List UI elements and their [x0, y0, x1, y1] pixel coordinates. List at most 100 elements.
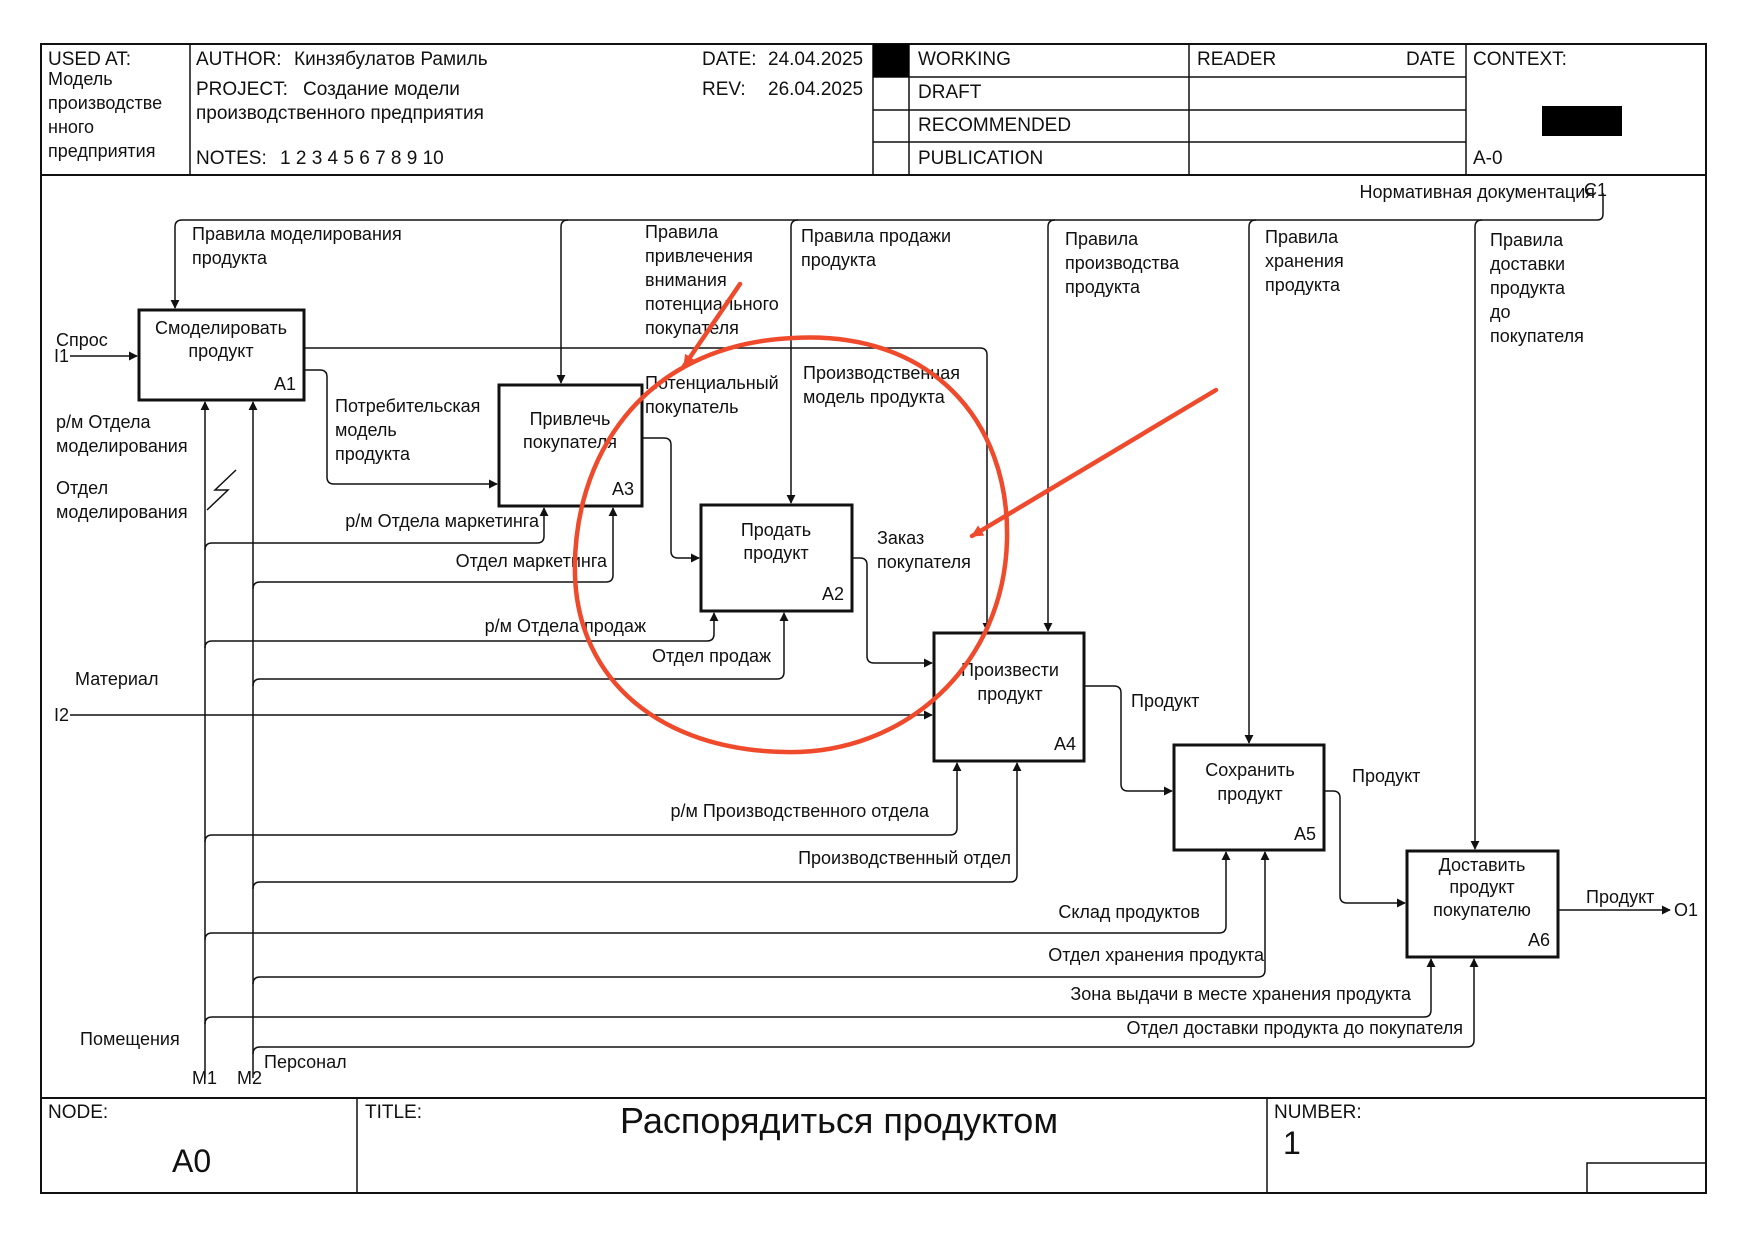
box-a4-title: продукт [977, 684, 1042, 704]
label-ctrl-a3: покупателя [645, 318, 739, 338]
box-a5[interactable] [1172, 743, 1326, 852]
box-a4[interactable] [932, 631, 1086, 763]
box-a1-number: A1 [274, 374, 296, 394]
label-production-model: Производственная [803, 363, 960, 383]
label-ctrl-a2: продукта [801, 250, 877, 270]
arrow-a1-to-a4 [304, 347, 992, 632]
box-a6-title: продукт [1449, 877, 1514, 897]
label-consumer-model: Потребительская [335, 396, 480, 416]
box-a4-title: Произвести [961, 660, 1059, 680]
label-ctrl-a6: продукта [1490, 278, 1566, 298]
arrow-mech-a5-ws [204, 851, 1231, 941]
label-consumer-model: модель [335, 420, 397, 440]
label-input-i1: Спрос [56, 330, 108, 350]
label-ctrl-a3: Правила [645, 222, 719, 242]
notes-label: NOTES: [196, 148, 267, 169]
arrow-control-a3 [556, 219, 569, 384]
box-a2-number: A2 [822, 584, 844, 604]
arrow-mech-a6-dept [252, 958, 1479, 1055]
label-output-o1: Продукт [1586, 887, 1654, 907]
project-value-line2: производственного предприятия [196, 103, 484, 124]
arrow-lines [70, 193, 1671, 1078]
annotation-arrow-left [681, 281, 743, 369]
diagram-title: Распорядиться продуктом [620, 1100, 1058, 1141]
arrow-mech-a2-ws [204, 612, 719, 649]
label-potential-buyer: покупатель [645, 397, 739, 417]
project-value: Создание модели [303, 79, 460, 100]
label-mech-a1-dept: Отдел [56, 478, 108, 498]
footer-block [356, 1098, 1707, 1194]
box-a2-title: Продать [741, 520, 811, 540]
notes-value: 1 2 3 4 5 6 7 8 9 10 [280, 148, 444, 169]
label-mech-a6-dept: Отдел доставки продукта до покупателя [1126, 1018, 1463, 1038]
annotation-arrow-right [969, 387, 1219, 539]
arrow-m2-lightning [206, 469, 237, 511]
label-mech-m1-code: M1 [192, 1068, 217, 1088]
box-a2-title: продукт [743, 543, 808, 563]
arrow-control-a2 [786, 219, 799, 504]
rev-value: 26.04.2025 [768, 79, 863, 100]
label-mech-a3-ws: р/м Отдела маркетинга [345, 511, 540, 531]
arrow-a4-to-a5 [1084, 685, 1173, 796]
arrow-a5-to-a6 [1324, 790, 1406, 908]
activity-boxes [137, 308, 1560, 959]
used-at-label: USED AT: [48, 49, 131, 70]
label-c1: Нормативная документация [1360, 182, 1595, 202]
label-mech-a4-ws: р/м Производственного отдела [670, 801, 930, 821]
project-label: PROJECT: [196, 79, 288, 100]
node-label: NODE: [48, 1102, 108, 1123]
label-ctrl-a6: до [1490, 302, 1511, 322]
arrow-mech-a3-ws [204, 507, 549, 551]
status-working: WORKING [918, 49, 1011, 70]
label-mech-a5-dept: Отдел хранения продукта [1048, 945, 1265, 965]
number-value: 1 [1283, 1125, 1301, 1161]
box-a5-title: Сохранить [1205, 760, 1294, 780]
box-a3-number: A3 [612, 479, 634, 499]
label-mech-m1: Помещения [80, 1029, 180, 1049]
arrow-mech-a4-ws [204, 762, 962, 843]
box-a1[interactable] [137, 308, 306, 402]
working-status-marker [873, 44, 909, 77]
label-ctrl-a2: Правила продажи [801, 226, 951, 246]
box-a3[interactable] [497, 383, 644, 508]
used-at-line: нного [48, 117, 94, 137]
label-input-i2-code: I2 [54, 705, 69, 725]
status-draft: DRAFT [918, 82, 982, 103]
annotation-circle [572, 335, 1010, 755]
context-thumbnail [1542, 106, 1622, 136]
label-ctrl-a4: продукта [1065, 277, 1141, 297]
label-input-i2: Материал [75, 669, 158, 689]
label-ctrl-a6: Правила [1490, 230, 1564, 250]
box-a6-title: Доставить [1439, 855, 1526, 875]
label-mech-a6-ws: Зона выдачи в месте хранения продукта [1070, 984, 1412, 1004]
rev-label: REV: [702, 79, 746, 100]
arrow-a1-to-a3 [304, 369, 498, 489]
arrow-control-a6 [1470, 219, 1483, 850]
arrow-control-a4 [1043, 219, 1056, 632]
label-ctrl-a5: Правила [1265, 227, 1339, 247]
date-value: 24.04.2025 [768, 49, 863, 70]
label-input-i1-code: I1 [54, 346, 69, 366]
box-a6[interactable] [1405, 849, 1560, 959]
label-potential-buyer: Потенциальный [645, 373, 779, 393]
label-mech-a2-ws: р/м Отдела продаж [485, 616, 646, 636]
box-a5-number: A5 [1294, 824, 1316, 844]
used-at-line: Модель [48, 69, 113, 89]
title-label: TITLE: [365, 1102, 422, 1123]
label-ctrl-a3: потенциального [645, 294, 779, 314]
status-recommended: RECOMMENDED [918, 115, 1071, 136]
label-ctrl-a6: покупателя [1490, 326, 1584, 346]
label-ctrl-a4: производства [1065, 253, 1180, 273]
label-product-a5: Продукт [1352, 766, 1420, 786]
arrow-a2-to-a4 [852, 557, 933, 668]
arrow-a3-to-a2 [642, 437, 700, 563]
label-mech-a2-dept: Отдел продаж [652, 646, 771, 666]
label-production-model: модель продукта [803, 387, 946, 407]
status-publication: PUBLICATION [918, 148, 1043, 169]
context-label: CONTEXT: [1473, 49, 1567, 70]
context-node: A-0 [1473, 148, 1503, 169]
box-a2[interactable] [699, 503, 854, 613]
label-order: Заказ [877, 528, 924, 548]
author-value: Кинзябулатов Рамиль [294, 49, 488, 70]
